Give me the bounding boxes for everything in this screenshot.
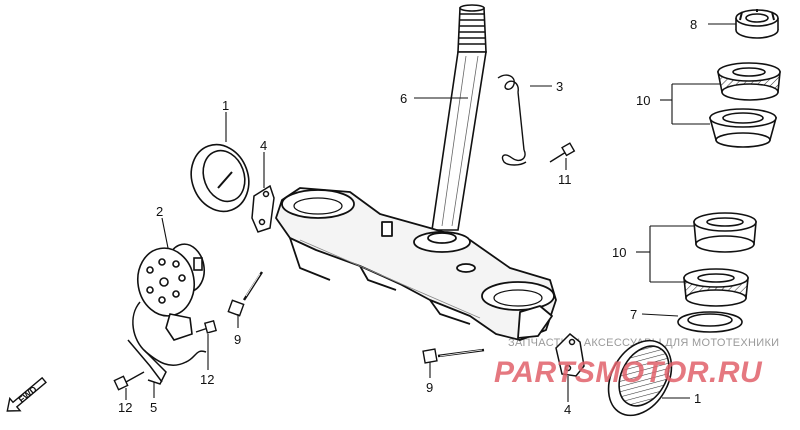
callout-12-right: 12 [200,372,214,387]
steering-stem [431,4,487,231]
callouts: 1 4 2 3 6 11 8 10 10 7 9 9 4 1 12 12 5 [118,17,701,417]
callout-4-lower: 4 [564,402,571,417]
callout-2: 2 [156,204,163,219]
horn [137,243,206,341]
callout-11: 11 [558,172,572,187]
stay-plate-upper [251,184,275,233]
callout-3: 3 [556,79,563,94]
callout-5: 5 [150,400,157,415]
steering-nut [735,9,779,39]
callout-12-left: 12 [118,400,132,415]
watermark-brand: PARTSMOTOR.RU [494,356,763,389]
callout-6: 6 [400,91,407,106]
stay-plate-lower [555,332,585,377]
forward-direction-indicator: FWD [6,376,47,412]
dust-seal [677,311,743,333]
callout-7: 7 [630,307,637,322]
upper-bearing [717,62,781,101]
lower-bearing [683,268,749,307]
callout-9-upper: 9 [234,332,241,347]
bolt-12-left [113,371,145,391]
lower-race [693,212,757,253]
leader-lines [125,23,736,402]
callout-10-lower: 10 [612,245,626,260]
callout-1-upper: 1 [222,98,229,113]
callout-8: 8 [690,17,697,32]
callout-9-lower: 9 [426,380,433,395]
callout-1-lower: 1 [694,391,701,406]
callout-10-upper: 10 [636,93,650,108]
pinch-bolt-upper [227,271,264,317]
cap-lower [607,339,673,417]
pinch-bolt-lower [422,348,485,364]
lower-fork-bracket [275,187,557,341]
bolt-11 [549,142,576,163]
callout-4-upper: 4 [260,138,267,153]
upper-race [708,108,778,148]
lock-spring [497,74,527,166]
fwd-arrow-icon [6,376,47,412]
bolt-12-right [195,320,217,334]
cap-upper [190,143,250,213]
